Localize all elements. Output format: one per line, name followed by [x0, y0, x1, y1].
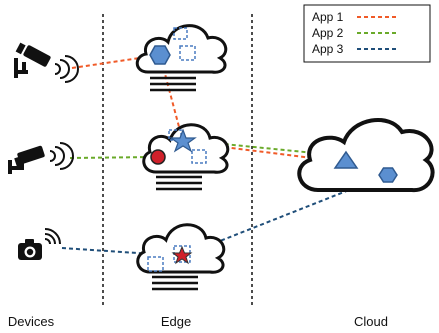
photo-camera-icon	[18, 239, 42, 260]
legend: App 1 App 2 App 3	[303, 4, 431, 63]
column-label-edge: Edge	[161, 314, 191, 329]
hexagon-marker	[378, 167, 398, 183]
legend-label-app2: App 2	[312, 26, 344, 40]
cloud-icon	[297, 117, 435, 193]
app2-link-device-to-edge2	[69, 156, 156, 159]
edge-cloud-icon	[136, 223, 226, 291]
star-marker	[169, 128, 197, 153]
star-marker	[171, 245, 193, 265]
edge-cloud-icon	[135, 24, 228, 92]
square-marker	[173, 27, 188, 40]
square-marker	[147, 256, 164, 272]
app1-link-device-to-edge1	[71, 54, 161, 69]
hexagon-marker	[149, 45, 171, 65]
triangle-marker	[333, 150, 359, 169]
security-camera-icon	[8, 145, 45, 174]
signal-waves-icon	[54, 55, 79, 83]
circle-marker	[150, 149, 166, 165]
edge-cloud-icon	[142, 123, 230, 191]
legend-label-app1: App 1	[312, 10, 344, 24]
signal-waves-icon	[49, 142, 74, 170]
legend-label-app3: App 3	[312, 42, 344, 56]
column-label-devices: Devices	[8, 314, 55, 329]
column-label-cloud: Cloud	[354, 314, 388, 329]
security-camera-icon	[14, 42, 51, 78]
square-marker	[191, 149, 207, 164]
square-marker	[179, 45, 196, 61]
signal-waves-icon	[44, 228, 61, 245]
